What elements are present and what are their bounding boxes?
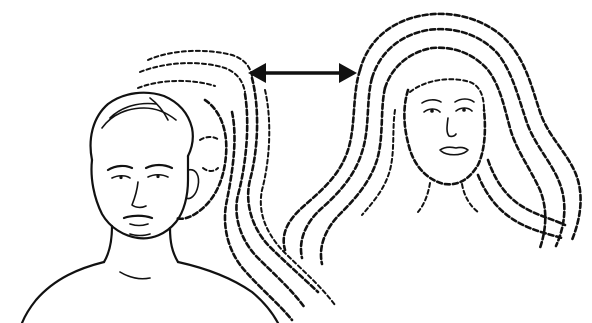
woman-head [284, 14, 581, 264]
double-arrow-icon [248, 63, 357, 83]
man-head [22, 93, 278, 323]
ghost-head [138, 51, 335, 320]
